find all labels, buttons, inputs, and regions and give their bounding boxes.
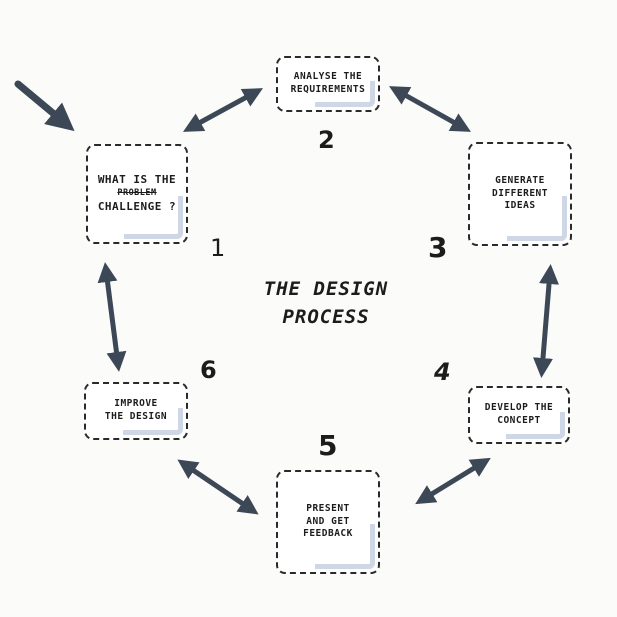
step-1-line1: WHAT IS THE bbox=[97, 173, 177, 187]
step-6-number: 6 bbox=[200, 356, 217, 384]
step-5-text: PRESENT AND GET FEEDBACK bbox=[303, 503, 353, 541]
arrow-6-1 bbox=[97, 262, 127, 372]
step-6-text: IMPROVE THE DESIGN bbox=[105, 398, 167, 424]
step-4-number: 4 bbox=[434, 358, 451, 386]
arrow-3-4 bbox=[533, 264, 559, 378]
step-5-line3: FEEDBACK bbox=[303, 528, 353, 540]
step-2-box: ANALYSE THE REQUIREMENTS bbox=[276, 56, 380, 112]
step-5-box: PRESENT AND GET FEEDBACK bbox=[276, 470, 380, 574]
step-6-line2: THE DESIGN bbox=[104, 411, 168, 422]
step-5-number: 5 bbox=[318, 429, 338, 462]
step-3-number: 3 bbox=[428, 231, 448, 264]
arrow-2-3 bbox=[389, 86, 471, 132]
step-1-text: WHAT IS THE PROBLEM CHALLENGE ? bbox=[98, 173, 176, 214]
arrow-4-5 bbox=[415, 457, 491, 505]
step-6-box: IMPROVE THE DESIGN bbox=[84, 382, 188, 440]
step-3-line3: IDEAS bbox=[504, 200, 536, 212]
diagram-title: THE DESIGN PROCESS bbox=[236, 276, 416, 331]
step-1-struck-word: PROBLEM bbox=[117, 188, 157, 199]
step-3-text: GENERATE DIFFERENT IDEAS bbox=[492, 175, 548, 213]
step-6-line1: IMPROVE bbox=[114, 398, 158, 410]
step-2-line2: REQUIREMENTS bbox=[290, 84, 366, 95]
step-1-number: 1 bbox=[210, 234, 226, 262]
step-3-box: GENERATE DIFFERENT IDEAS bbox=[468, 142, 572, 246]
title-line1: THE DESIGN bbox=[263, 278, 389, 300]
step-5-line1: PRESENT bbox=[306, 502, 350, 514]
step-2-text: ANALYSE THE REQUIREMENTS bbox=[291, 71, 366, 97]
arrow-1-2 bbox=[182, 88, 264, 132]
step-4-line1: DEVELOP THE bbox=[484, 402, 554, 414]
entry-arrow bbox=[14, 80, 75, 132]
step-4-box: DEVELOP THE CONCEPT bbox=[468, 386, 570, 444]
step-5-line2: AND GET bbox=[306, 515, 350, 527]
step-4-line2: CONCEPT bbox=[497, 415, 541, 426]
step-1-line3: CHALLENGE ? bbox=[97, 199, 177, 213]
step-1-box: WHAT IS THE PROBLEM CHALLENGE ? bbox=[86, 144, 188, 244]
title-line2: PROCESS bbox=[282, 305, 370, 328]
step-3-line1: GENERATE bbox=[495, 174, 545, 186]
arrow-5-6 bbox=[177, 459, 259, 515]
step-3-line2: DIFFERENT bbox=[492, 187, 548, 199]
step-4-text: DEVELOP THE CONCEPT bbox=[485, 402, 553, 428]
step-2-line1: ANALYSE THE bbox=[293, 71, 363, 83]
step-2-number: 2 bbox=[318, 126, 335, 154]
